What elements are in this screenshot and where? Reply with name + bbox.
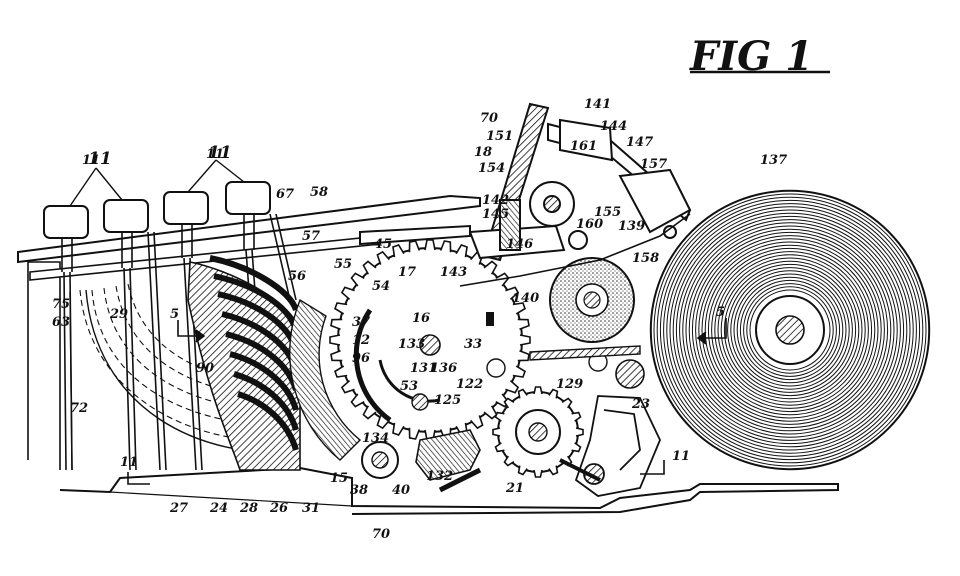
reference-numeral: 40	[392, 483, 410, 498]
reference-numeral: 18	[474, 145, 492, 160]
paper-roll	[649, 189, 931, 471]
idler-roller	[529, 345, 645, 389]
lever-assembly	[415, 429, 482, 493]
section-line-5-right	[696, 318, 727, 345]
reference-numeral: 23	[631, 397, 650, 412]
reference-numeral: 26	[269, 501, 288, 516]
reference-numeral: 72	[70, 401, 88, 416]
reference-numeral: 63	[52, 315, 70, 330]
stippled-roller	[549, 257, 635, 343]
reference-numeral: 132	[426, 469, 453, 484]
reference-numeral: 11	[206, 147, 224, 162]
reference-numeral: 160	[576, 217, 603, 232]
reference-numeral: 96	[352, 351, 370, 366]
reference-numeral: 57	[302, 229, 320, 244]
reference-numeral: 38	[350, 483, 368, 498]
key-cap	[163, 181, 271, 225]
reference-numeral: 54	[372, 279, 390, 294]
reference-numeral: 29	[109, 307, 128, 322]
reference-numeral: 147	[626, 135, 653, 150]
reference-numeral: 67	[276, 187, 294, 202]
reference-numeral: 125	[434, 393, 461, 408]
reference-numeral: 70	[372, 527, 390, 542]
key-labels	[69, 159, 245, 207]
reference-numeral: 154	[478, 161, 505, 176]
reference-numeral: 11	[672, 449, 690, 464]
key-group-label-right: 11	[208, 143, 232, 163]
reference-numeral: 11	[120, 455, 138, 470]
reference-numeral: 11	[82, 153, 100, 168]
segment-ring	[289, 298, 362, 461]
reference-numeral: 134	[362, 431, 389, 446]
reference-numeral: 75	[52, 297, 70, 312]
small-gear	[492, 386, 584, 478]
reference-numeral: 31	[302, 501, 320, 516]
reference-numeral: 5	[170, 307, 179, 322]
reference-numeral: 155	[594, 205, 621, 220]
paper-web	[459, 213, 691, 287]
reference-numeral: 137	[760, 153, 787, 168]
reference-numeral: 133	[398, 337, 425, 352]
print-head-frame	[359, 102, 692, 262]
reference-numeral: 70	[480, 111, 498, 126]
reference-numeral: 55	[334, 257, 352, 272]
reference-numeral: 56	[288, 269, 306, 284]
reference-numeral: 129	[556, 377, 583, 392]
reference-numeral: 141	[584, 97, 611, 112]
reference-numeral: 144	[600, 119, 627, 134]
reference-numeral: 139	[618, 219, 645, 234]
section-line-11	[127, 460, 665, 485]
reference-numeral: 142	[482, 193, 509, 208]
reference-numeral: 12	[352, 333, 370, 348]
reference-numeral: 27	[169, 501, 188, 516]
reference-numeral: 33	[464, 337, 482, 352]
key-rail	[17, 194, 481, 281]
reference-numeral: 136	[430, 361, 457, 376]
cutter-assembly	[559, 395, 661, 497]
reference-numeral: 158	[632, 251, 659, 266]
reference-numeral: 157	[640, 157, 667, 172]
reference-numeral: 146	[506, 237, 533, 252]
reference-numeral: 58	[310, 185, 328, 200]
section-line-5-left	[177, 320, 206, 343]
reference-numeral: 16	[412, 311, 430, 326]
reference-numeral: 161	[570, 139, 597, 154]
reference-numeral: 151	[486, 129, 513, 144]
reference-numeral: 122	[456, 377, 483, 392]
reference-numeral: 53	[400, 379, 418, 394]
reference-numeral: 28	[239, 501, 258, 516]
base-frame	[27, 261, 839, 515]
reference-numeral: 131	[410, 361, 437, 376]
reference-numeral: 5	[716, 305, 725, 320]
typebar-basket	[187, 255, 301, 471]
lower-roller	[361, 441, 399, 479]
main-gear	[329, 239, 531, 441]
reference-numeral: 15	[330, 471, 348, 486]
key-group-right	[163, 181, 297, 471]
reference-numeral: 143	[440, 265, 467, 280]
reference-numeral: 17	[398, 265, 416, 280]
reference-numeral: 45	[374, 237, 392, 252]
reference-numeral: 90	[196, 361, 214, 376]
reference-numeral: 21	[505, 481, 524, 496]
reference-numeral: 37	[352, 315, 370, 330]
reference-numeral: 145	[482, 207, 509, 222]
key-group-label-left: 11	[88, 149, 112, 169]
reference-numeral: 140	[512, 291, 539, 306]
key-cap	[43, 199, 149, 239]
reference-numeral: 24	[209, 501, 228, 516]
